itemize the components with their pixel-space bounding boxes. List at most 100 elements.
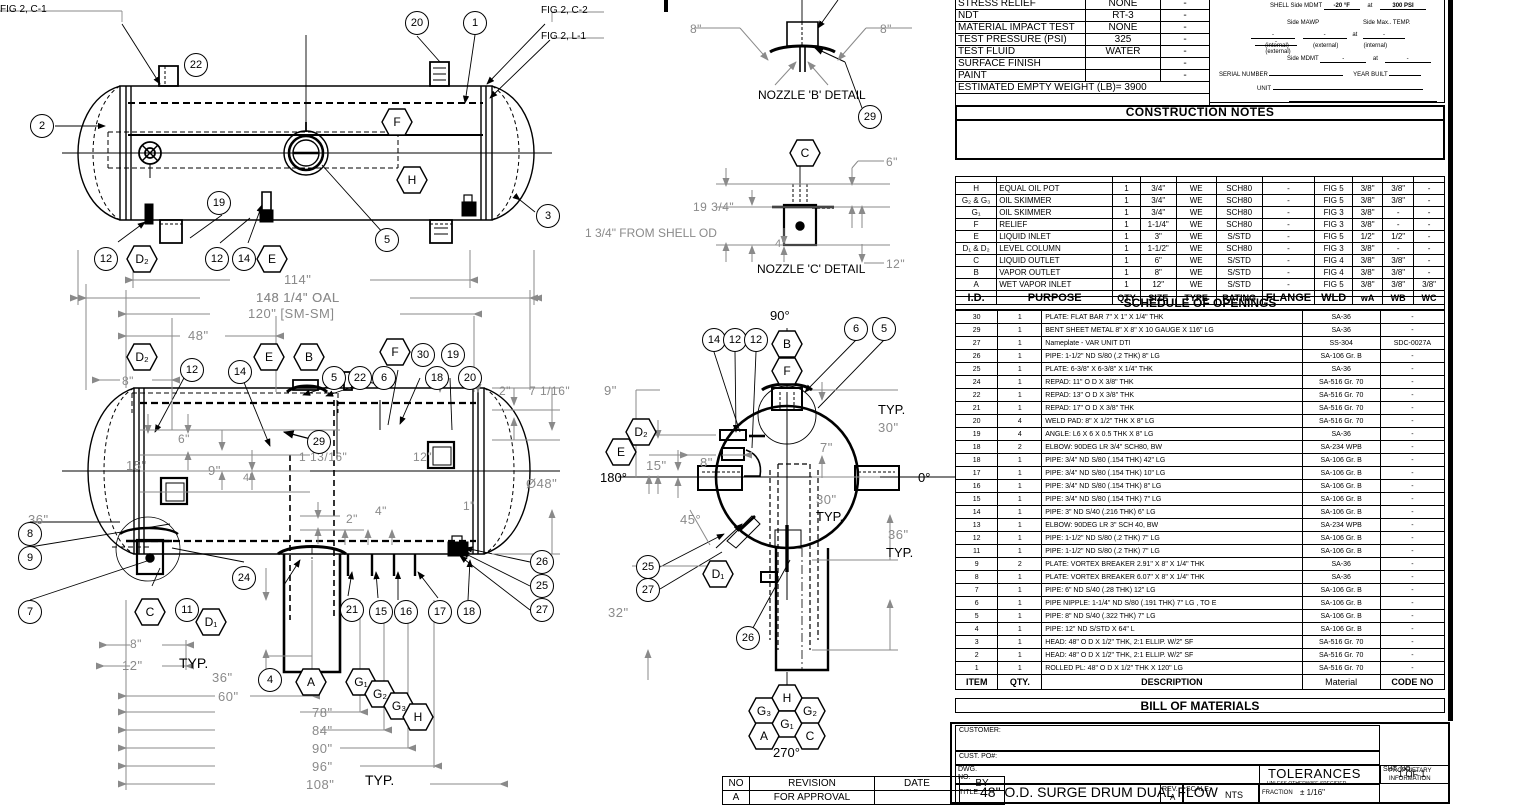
- revision-header-cell: NO: [722, 776, 750, 791]
- bom-cell: SA-516 Gr. 70: [1301, 388, 1381, 402]
- soo-cell: WE: [1175, 194, 1217, 207]
- balloon-3-plan[interactable]: 3: [536, 204, 560, 228]
- soo-cell: 3/4": [1139, 182, 1177, 195]
- balloon-12a-plan[interactable]: 12: [94, 247, 118, 271]
- balloon-4-elev[interactable]: 4: [258, 668, 282, 692]
- proprietary-line-2: INFORMATION: [1389, 776, 1431, 782]
- bom-cell: SA-106 Gr. B: [1301, 479, 1381, 493]
- soo-cell: S/STD: [1215, 266, 1263, 279]
- dim-elev-90: 90": [312, 741, 333, 756]
- balloon-6-elev[interactable]: 6: [372, 366, 396, 390]
- balloon-14-plan[interactable]: 14: [232, 247, 256, 271]
- soo-cell: 1: [1112, 230, 1141, 243]
- balloon-25-elev[interactable]: 25: [530, 574, 554, 598]
- balloon-22-plan[interactable]: 22: [184, 53, 208, 77]
- balloon-21-elev[interactable]: 21: [340, 598, 364, 622]
- balloon-14-elev[interactable]: 14: [228, 360, 252, 384]
- soo-cell: A: [954, 278, 998, 291]
- serial-number-value[interactable]: [1269, 75, 1344, 76]
- dim-elev-48: 48": [188, 328, 209, 343]
- soo-cell: WE: [1175, 230, 1217, 243]
- soo-cell: FIG 3: [1314, 242, 1353, 255]
- balloon-5-sec[interactable]: 5: [872, 317, 896, 341]
- note-shell-od: 1 3/4" FROM SHELL OD: [585, 226, 717, 240]
- soo-cell: -: [1261, 218, 1316, 231]
- bom-header-cell: Material: [1301, 674, 1381, 690]
- soo-cell: G₁: [954, 206, 998, 219]
- soo-cell: -: [1261, 230, 1316, 243]
- balloon-18b-elev[interactable]: 18: [457, 600, 481, 624]
- hex-tag-H-elev-label: H: [413, 710, 423, 724]
- bom-cell: 27: [954, 336, 999, 350]
- soo-cell: 3/8": [1351, 218, 1384, 231]
- drawing-title: 48" O.D. SURGE DRUM DUAL FLOW: [980, 784, 1218, 800]
- balloon-12a-sec[interactable]: 12: [723, 328, 747, 352]
- balloon-24-elev[interactable]: 24: [232, 566, 256, 590]
- soo-cell: C: [954, 254, 998, 267]
- balloon-30-elev[interactable]: 30: [411, 343, 435, 367]
- hex-tag-B-elev-label: B: [304, 350, 313, 364]
- soo-cell: -: [1261, 242, 1316, 255]
- bom-cell: SA-106 Gr. B: [1301, 583, 1381, 597]
- scale-value: NTS: [1225, 790, 1243, 800]
- balloon-2-plan[interactable]: 2: [30, 114, 54, 138]
- balloon-19-plan[interactable]: 19: [207, 191, 231, 215]
- balloon-12b-plan[interactable]: 12: [205, 247, 229, 271]
- dim-sec-8: 8": [700, 455, 713, 470]
- balloon-15-elev[interactable]: 15: [369, 600, 393, 624]
- balloon-25-sec[interactable]: 25: [636, 555, 660, 579]
- unit-value-2[interactable]: [1289, 101, 1437, 102]
- balloon-12-elev[interactable]: 12: [180, 358, 204, 382]
- hex-tag-H-sec-label: H: [782, 691, 792, 705]
- balloon-29-elev[interactable]: 29: [307, 430, 331, 454]
- bom-cell: -: [1379, 518, 1446, 532]
- balloon-22-elev[interactable]: 22: [348, 366, 372, 390]
- soo-cell: WE: [1175, 278, 1217, 291]
- dim-elev-84: 84": [312, 723, 333, 738]
- balloon-20-plan[interactable]: 20: [405, 11, 429, 35]
- balloon-16-elev[interactable]: 16: [394, 600, 418, 624]
- balloon-11-elev[interactable]: 11: [175, 598, 199, 622]
- balloon-5-plan[interactable]: 5: [375, 228, 399, 252]
- balloon-18-elev[interactable]: 18: [425, 366, 449, 390]
- unit-label: UNIT: [1257, 86, 1271, 92]
- balloon-7-elev[interactable]: 7: [18, 600, 42, 624]
- balloon-8-elev[interactable]: 8: [18, 522, 42, 546]
- vessel-data-value: NONE: [1085, 21, 1161, 34]
- balloon-27-elev[interactable]: 27: [530, 598, 554, 622]
- balloon-14-sec[interactable]: 14: [702, 328, 726, 352]
- balloon-27-sec[interactable]: 27: [636, 578, 660, 602]
- unit-value[interactable]: [1272, 89, 1423, 90]
- balloon-6-sec[interactable]: 6: [844, 317, 868, 341]
- balloon-9-elev[interactable]: 9: [18, 546, 42, 570]
- balloon-17-elev[interactable]: 17: [428, 600, 452, 624]
- external-label-1: (external): [1313, 43, 1339, 49]
- hex-tag-D2-elev-label: D₂: [135, 350, 149, 364]
- soo-cell: 3/8": [1382, 194, 1415, 207]
- soo-cell: OIL SKIMMER: [996, 194, 1114, 207]
- balloon-29-nozzleb[interactable]: 29: [858, 105, 882, 129]
- balloon-19-elev[interactable]: 19: [441, 343, 465, 367]
- balloon-26-elev[interactable]: 26: [530, 550, 554, 574]
- bom-cell: PIPE: 1-1/2" ND S/80 (.2 THK) 7" LG: [1041, 544, 1303, 558]
- dim-elev-2a: 2": [499, 384, 511, 398]
- shell-mdmt-label: SHELL Side MDMT: [1270, 3, 1323, 9]
- dim-elev-8b: 8": [130, 637, 142, 651]
- revision-cell: A: [722, 790, 750, 805]
- vessel-data-extra: -: [1160, 9, 1210, 22]
- year-built-value[interactable]: [1389, 75, 1422, 76]
- balloon-1-plan[interactable]: 1: [463, 11, 487, 35]
- bom-cell: WELD PAD: 8" X 1/2" THK X 8" LG: [1041, 414, 1303, 428]
- vessel-data-extra: -: [1160, 45, 1210, 58]
- balloon-26-sec[interactable]: 26: [736, 626, 760, 650]
- balloon-5-elev[interactable]: 5: [322, 366, 346, 390]
- tolerances-label: TOLERANCES: [1268, 766, 1361, 781]
- balloon-20-elev[interactable]: 20: [458, 366, 482, 390]
- hex-tag-G3-elev-label: G₃: [391, 699, 407, 713]
- bom-cell: ELBOW: 90DEG LR 3" SCH 40, BW: [1041, 518, 1303, 532]
- balloon-12b-sec[interactable]: 12: [744, 328, 768, 352]
